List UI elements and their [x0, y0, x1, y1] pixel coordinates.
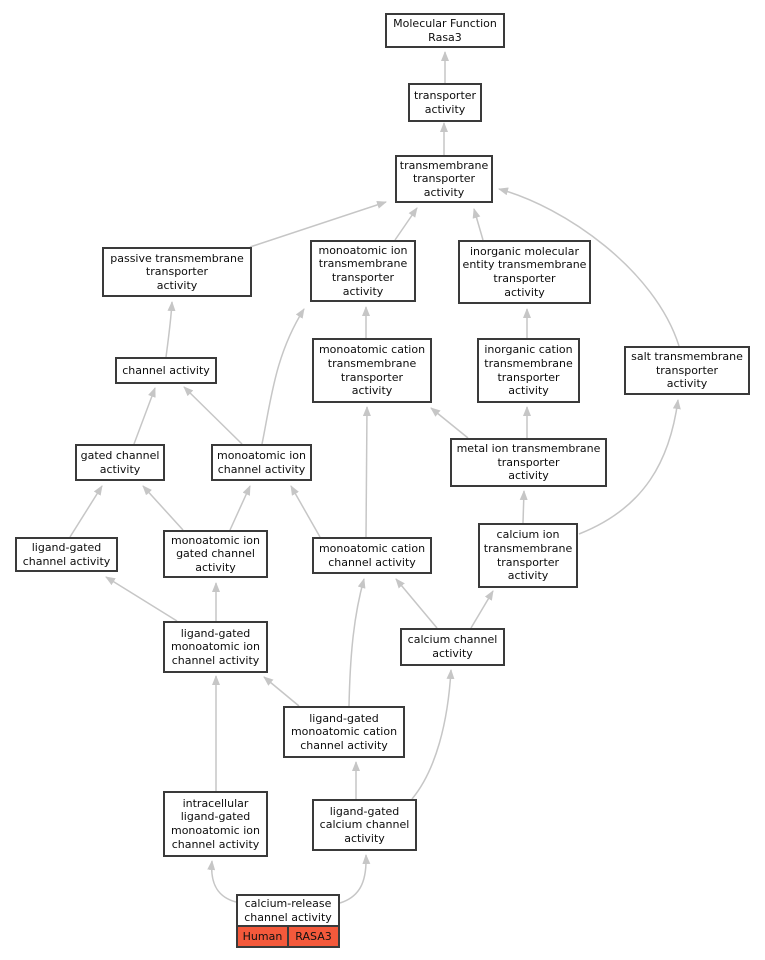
edge-calcium-ion-transmembrane-transporter-activity--salt-transmembrane-transporter-activity — [578, 399, 681, 535]
edge-monoatomic-cation-channel-activity--monoatomic-ion-channel-activity — [290, 485, 321, 538]
node-calcium-channel-activity[interactable]: calcium channel activity — [400, 628, 505, 666]
edge-ligand-gated-monoatomic-ion-channel-activity--ligand-gated-channel-activity — [105, 576, 178, 622]
edge-calcium-release-channel-activity--intracellular-ligand-gated-monoatomic-ion-channel-activity — [207, 860, 237, 903]
node-monoatomic-cation-channel-activity[interactable]: monoatomic cation channel activity — [312, 537, 432, 574]
node-ligand-gated-monoatomic-ion-channel-activity[interactable]: ligand-gated monoatomic ion channel acti… — [163, 621, 268, 673]
edge-ligand-gated-calcium-channel-activity--calcium-channel-activity — [411, 669, 455, 800]
node-calcium-ion-transmembrane-transporter-activity[interactable]: calcium ion transmembrane transporter ac… — [478, 523, 578, 588]
node-monoatomic-ion-channel-activity[interactable]: monoatomic ion channel activity — [211, 444, 312, 481]
calcium-release-channel-activity-label: calcium-release channel activity — [236, 894, 340, 927]
edge-channel-activity--passive-transmembrane-transporter-activity — [165, 301, 176, 358]
node-ligand-gated-channel-activity[interactable]: ligand-gated channel activity — [15, 537, 118, 572]
node-molecular-function-rasa3[interactable]: Molecular Function Rasa3 — [385, 13, 505, 48]
node-inorganic-molecular-entity-transmembrane-transporter-activity[interactable]: inorganic molecular entity transmembrane… — [458, 240, 591, 304]
edge-monoatomic-ion-gated-channel-activity--gated-channel-activity — [142, 485, 184, 531]
node-monoatomic-ion-transmembrane-transporter-activity[interactable]: monoatomic ion transmembrane transporter… — [310, 240, 416, 302]
edge-monoatomic-cation-channel-activity--monoatomic-cation-transmembrane-transporter-activity — [362, 406, 371, 538]
edge-calcium-channel-activity--monoatomic-cation-channel-activity — [395, 578, 438, 629]
species-row: Human RASA3 — [236, 925, 340, 948]
node-gated-channel-activity[interactable]: gated channel activity — [75, 444, 165, 481]
edge-gated-channel-activity--channel-activity — [133, 387, 156, 445]
node-ligand-gated-monoatomic-cation-channel-activity[interactable]: ligand-gated monoatomic cation channel a… — [283, 706, 405, 758]
edge-metal-ion-transmembrane-transporter-activity--monoatomic-cation-transmembrane-transporter-activity — [430, 407, 469, 439]
node-monoatomic-ion-gated-channel-activity[interactable]: monoatomic ion gated channel activity — [163, 530, 268, 578]
edge-monoatomic-ion-channel-activity--channel-activity — [183, 386, 243, 445]
node-metal-ion-transmembrane-transporter-activity[interactable]: metal ion transmembrane transporter acti… — [450, 438, 607, 487]
node-inorganic-cation-transmembrane-transporter-activity[interactable]: inorganic cation transmembrane transport… — [477, 338, 580, 403]
edge-inorganic-molecular-entity-transmembrane-transporter-activity--transmembrane-transporter-activity — [472, 208, 484, 241]
edge-ligand-gated-monoatomic-cation-channel-activity--ligand-gated-monoatomic-ion-channel-activity — [263, 676, 300, 707]
edge-monoatomic-ion-transmembrane-transporter-activity--transmembrane-transporter-activity — [394, 207, 418, 241]
edge-ligand-gated-channel-activity--gated-channel-activity — [69, 485, 103, 538]
node-salt-transmembrane-transporter-activity[interactable]: salt transmembrane transporter activity — [624, 346, 750, 395]
node-transporter-activity[interactable]: transporter activity — [408, 83, 482, 122]
species-human-cell[interactable]: Human — [236, 925, 289, 948]
node-channel-activity[interactable]: channel activity — [115, 357, 217, 384]
edge-monoatomic-ion-channel-activity--monoatomic-ion-transmembrane-transporter-activity — [261, 308, 305, 445]
edge-calcium-release-channel-activity--ligand-gated-calcium-channel-activity — [339, 854, 371, 904]
edge-calcium-ion-transmembrane-transporter-activity--metal-ion-transmembrane-transporter-activity — [519, 490, 528, 524]
node-calcium-release-channel-activity[interactable]: calcium-release channel activity Human R… — [236, 894, 340, 948]
node-monoatomic-cation-transmembrane-transporter-activity[interactable]: monoatomic cation transmembrane transpor… — [312, 338, 432, 403]
edge-monoatomic-ion-gated-channel-activity--monoatomic-ion-channel-activity — [229, 485, 251, 531]
edge-ligand-gated-monoatomic-cation-channel-activity--monoatomic-cation-channel-activity — [348, 578, 366, 707]
gene-rasa3-cell[interactable]: RASA3 — [287, 925, 340, 948]
node-ligand-gated-calcium-channel-activity[interactable]: ligand-gated calcium channel activity — [312, 799, 417, 851]
node-transmembrane-transporter-activity[interactable]: transmembrane transporter activity — [395, 155, 493, 203]
edge-passive-transmembrane-transporter-activity--transmembrane-transporter-activity — [249, 201, 387, 248]
edge-salt-transmembrane-transporter-activity--transmembrane-transporter-activity — [498, 187, 680, 347]
edge-calcium-channel-activity--calcium-ion-transmembrane-transporter-activity — [470, 590, 494, 629]
node-passive-transmembrane-transporter-activity[interactable]: passive transmembrane transporter activi… — [102, 247, 252, 297]
node-intracellular-ligand-gated-monoatomic-ion-channel-activity[interactable]: intracellular ligand-gated monoatomic io… — [163, 791, 268, 857]
